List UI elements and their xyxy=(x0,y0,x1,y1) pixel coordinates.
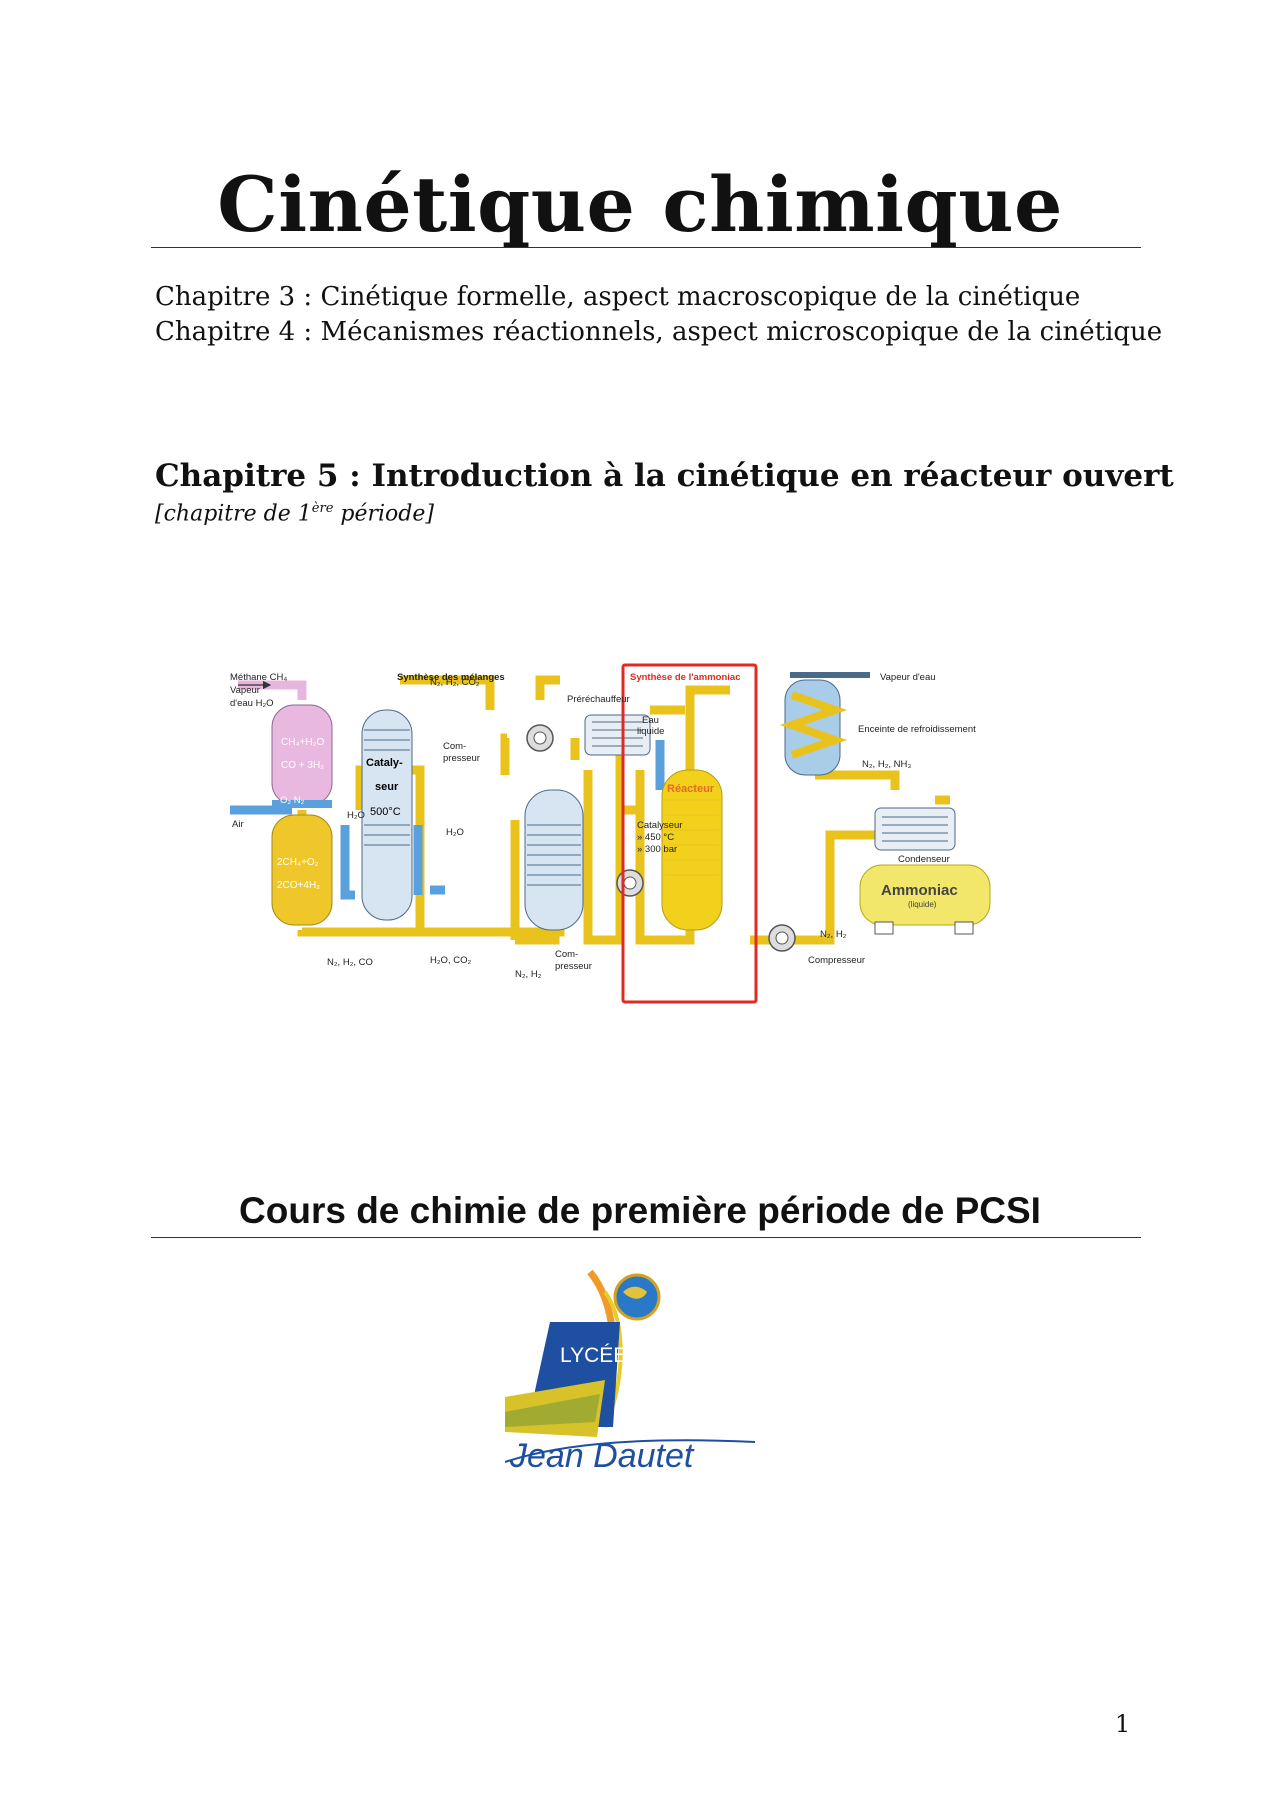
page-number: 1 xyxy=(1115,1710,1131,1738)
vapeur-label: Vapeur xyxy=(230,685,260,696)
reaction2-top: 2CH₄+O₂ xyxy=(277,857,319,868)
ammonia-synthesis-highlight xyxy=(621,663,758,1004)
compressor-a xyxy=(526,724,554,752)
methane-input-arrow xyxy=(238,680,307,700)
ammonia-label: Ammoniac xyxy=(881,882,958,899)
note-part-2: période] xyxy=(333,501,434,527)
chapter-3-line: Chapitre 3 : Cinétique formelle, aspect … xyxy=(155,282,1081,312)
reactor-temp-label: » 450 °C xyxy=(637,832,674,843)
preheater-exchanger xyxy=(584,714,651,756)
catalyst-column: Cataly- seur 500°C xyxy=(361,709,413,921)
reactor-catalyst-label: Catalyseur xyxy=(637,820,682,831)
h2o-label-1: H₂O xyxy=(347,810,365,821)
chapter-5-note: [chapitre de 1ère période] xyxy=(155,501,434,526)
h2oco2-label: H₂O, CO₂ xyxy=(430,955,471,966)
chapter-4-line: Chapitre 4 : Mécanismes réactionnels, as… xyxy=(155,317,1163,347)
catalyst-label-2: seur xyxy=(375,781,399,793)
condenser-exchanger xyxy=(874,807,956,851)
cooling-enclosure xyxy=(779,672,870,776)
liquide-label: liquide xyxy=(637,726,664,737)
compressor-a-label-2: presseur xyxy=(443,753,480,764)
vapeur-eau-label: Vapeur d'eau xyxy=(880,672,936,683)
preheater-label: Préréchauffeur xyxy=(567,694,630,705)
ammonia-tank: Ammoniac (liquide) xyxy=(859,864,991,935)
eau-h2o-label: d'eau H₂O xyxy=(230,698,274,709)
partial-oxidation-vessel: 2CH₄+O₂ 2CO+4H₂ xyxy=(271,814,333,926)
lycee-logo: LYCÉE Jean Dautet xyxy=(505,1269,756,1475)
reactor-label: Réacteur xyxy=(667,783,715,795)
o2n2-label: O₂ N₂ xyxy=(280,795,305,806)
compressor-c-label: Compresseur xyxy=(808,955,865,966)
signature-text: Jean Dautet xyxy=(509,1437,695,1475)
steam-reformer-vessel: CH₄+H₂O CO + 3H₂ xyxy=(271,704,333,808)
blue-piping xyxy=(230,740,665,900)
catalyst-temp: 500°C xyxy=(370,806,401,818)
compressor-c xyxy=(768,924,796,952)
section-ammonia-label: Synthèse de l'ammoniac xyxy=(630,672,741,683)
course-title: Cours de chimie de première période de P… xyxy=(239,1190,1041,1231)
title-underline xyxy=(151,247,1141,248)
condenser-label: Condenseur xyxy=(898,854,950,865)
n2h2nh3-label: N₂, H₂, NH₃ xyxy=(862,759,911,770)
compressor-b-label-2: presseur xyxy=(555,961,592,972)
n2h2co2-label: N₂, H₂, CO₂ xyxy=(430,677,480,688)
reaction2-bottom: 2CO+4H₂ xyxy=(277,880,320,891)
air-label: Air xyxy=(232,819,244,830)
haber-process-diagram: CH₄+H₂O CO + 3H₂ 2CH₄+O₂ 2CO+4H₂ Cataly-… xyxy=(230,663,991,1004)
methane-label: Méthane CH₄ xyxy=(230,672,287,683)
ammonia-reactor: Réacteur xyxy=(661,769,723,931)
reaction1-top: CH₄+H₂O xyxy=(281,737,324,748)
absorption-column xyxy=(524,789,584,931)
document-title: Cinétique chimique xyxy=(217,160,1063,249)
course-underline xyxy=(151,1237,1141,1238)
n2h2-label-2: N₂, H₂ xyxy=(820,929,847,940)
compressor-b xyxy=(616,869,644,897)
compressor-b-label-1: Com- xyxy=(555,949,578,960)
note-part-1: [chapitre de 1 xyxy=(155,501,312,527)
eau-label: Eau xyxy=(642,715,659,726)
catalyst-label-1: Cataly- xyxy=(366,757,403,769)
n2h2co-label: N₂, H₂, CO xyxy=(327,957,373,968)
liquid-small-label: (liquide) xyxy=(908,900,937,909)
enceinte-label: Enceinte de refroidissement xyxy=(858,724,976,735)
compressor-a-label-1: Com- xyxy=(443,741,466,752)
reaction1-bottom: CO + 3H₂ xyxy=(281,760,324,771)
h2o-label-2: H₂O xyxy=(446,827,464,838)
section-mix-label: Synthèse des mélanges xyxy=(397,672,505,683)
note-superscript: ère xyxy=(311,501,334,516)
n2h2-label-1: N₂, H₂ xyxy=(515,969,542,980)
reactor-pressure-label: » 300 bar xyxy=(637,844,677,855)
lycee-text: LYCÉE xyxy=(560,1344,627,1367)
chapter-5-title: Chapitre 5 : Introduction à la cinétique… xyxy=(155,458,1174,494)
